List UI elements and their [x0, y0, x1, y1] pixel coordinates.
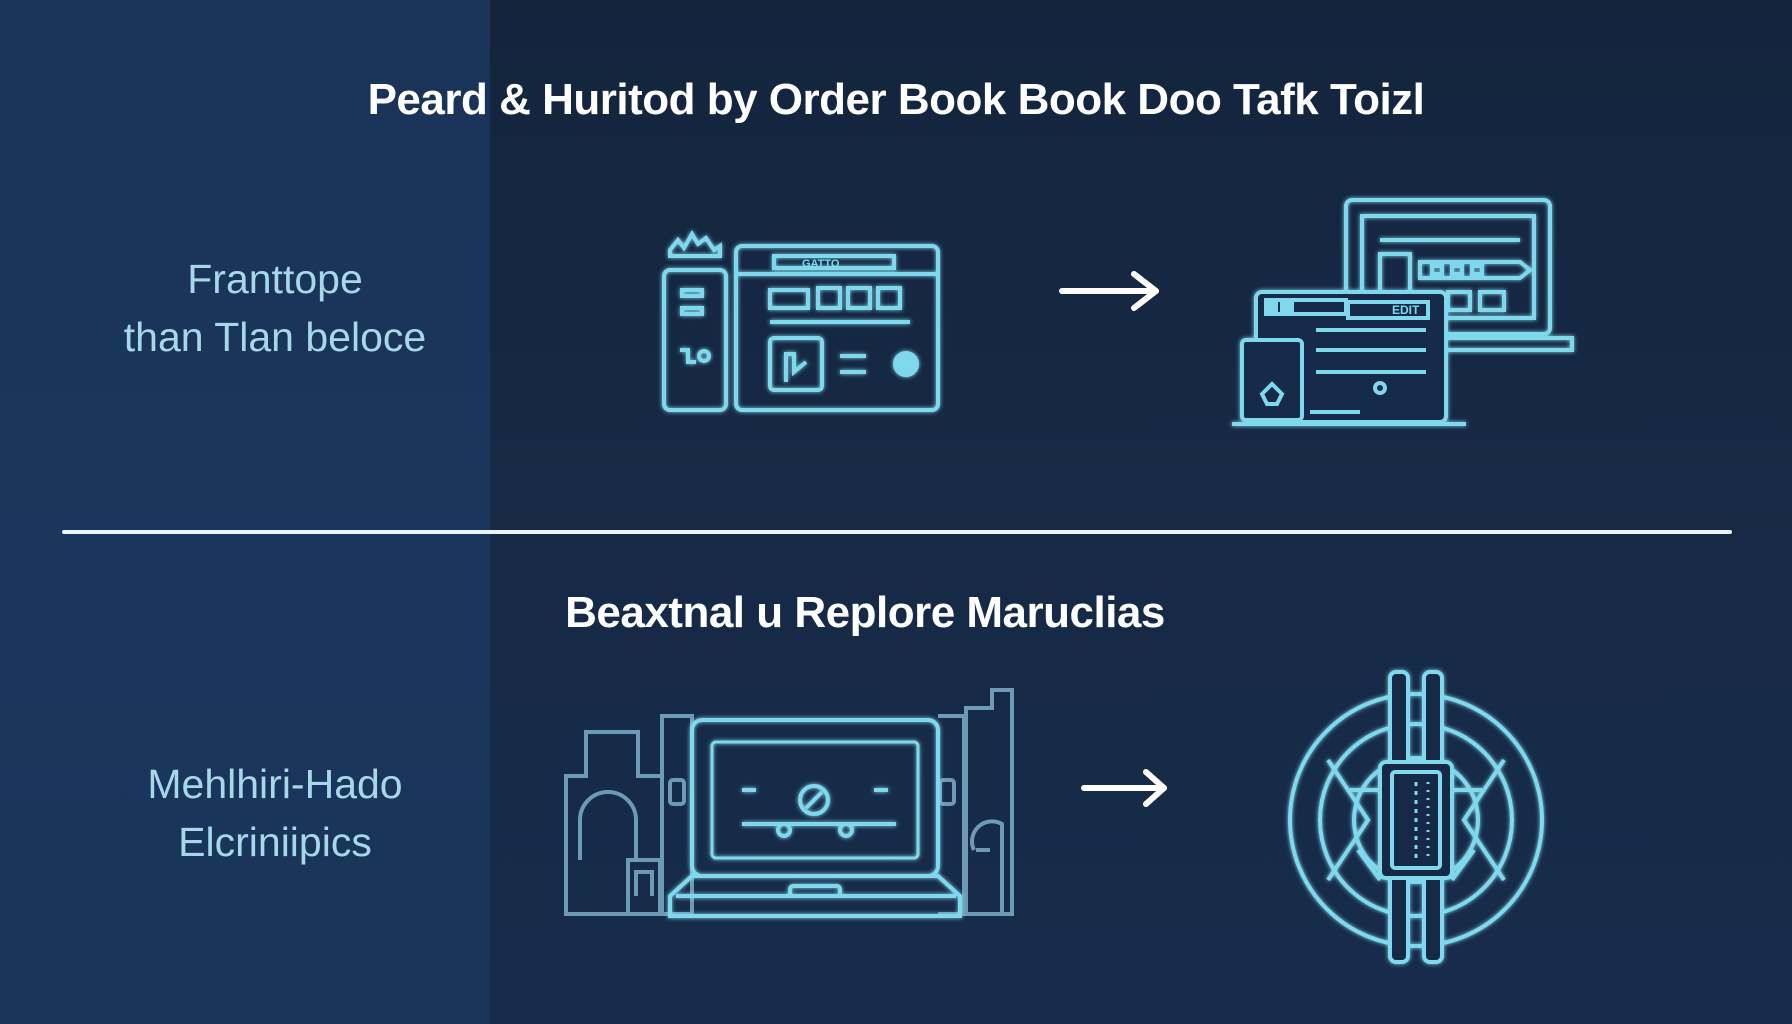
- arrow-right-icon: [1059, 271, 1159, 311]
- icon-text-edit: EDIT: [1392, 303, 1420, 317]
- section-1-label-line-2: than Tlan beloce: [123, 314, 427, 360]
- section-2-label-line-1: Mehlhiri-Hado: [147, 761, 403, 807]
- page-title: Peard & Huritod by Order Book Book Doo T…: [367, 75, 1425, 124]
- section-2-label: Mehlhiri-Hado Elcriniipics: [60, 755, 490, 871]
- section-1-label-line-1: Franttope: [187, 256, 363, 302]
- section-divider: [62, 530, 1732, 534]
- circular-core-emblem-icon: [1288, 670, 1544, 964]
- arrow-right-icon-2: [1081, 769, 1167, 807]
- laptop-screen-icon: [668, 718, 962, 918]
- section-1-label: Franttope than Tlan beloce: [60, 250, 490, 366]
- multi-device-screens-icon: [1232, 198, 1574, 426]
- section-2-label-line-2: Elcriniipics: [178, 819, 372, 865]
- left-panel: [0, 0, 490, 1024]
- terminal-dashboard-icon: [662, 230, 940, 412]
- icon-text-gatto: GATTO: [802, 258, 840, 270]
- right-panel: [490, 0, 1792, 1024]
- section-2-title: Beaxtnal u Replore Maruclias: [565, 588, 1165, 637]
